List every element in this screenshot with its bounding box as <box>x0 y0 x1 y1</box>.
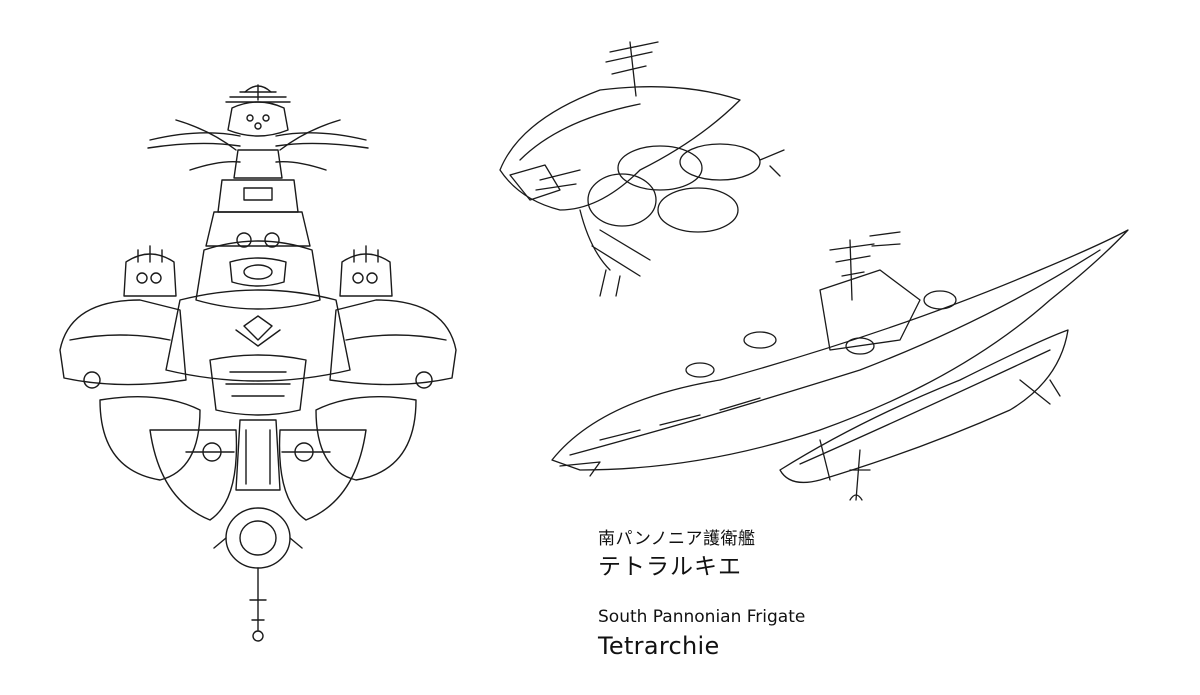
front-hull <box>59 289 457 389</box>
top-view-sketch <box>499 41 785 297</box>
japanese-subtitle: 南パンノニア護衛艦 <box>598 529 756 549</box>
japanese-ship-name: テトラルキエ <box>598 554 742 580</box>
top-hull <box>499 86 741 211</box>
front-mast <box>147 84 369 171</box>
front-lower-pods <box>99 354 417 521</box>
top-pods <box>587 143 785 233</box>
perspective-side-pod <box>779 329 1069 484</box>
perspective-main-hull <box>551 229 1129 477</box>
english-ship-name: Tetrarchie <box>598 632 720 660</box>
top-mast <box>605 41 659 97</box>
front-side-turrets <box>123 245 393 297</box>
front-keel <box>213 419 303 642</box>
front-view-sketch <box>59 84 457 642</box>
perspective-view-sketch <box>551 229 1129 501</box>
top-keel <box>579 209 651 297</box>
perspective-superstructure <box>685 231 957 378</box>
english-subtitle: South Pannonian Frigate <box>598 607 806 627</box>
perspective-keel <box>819 439 871 501</box>
front-bridge <box>195 101 321 310</box>
